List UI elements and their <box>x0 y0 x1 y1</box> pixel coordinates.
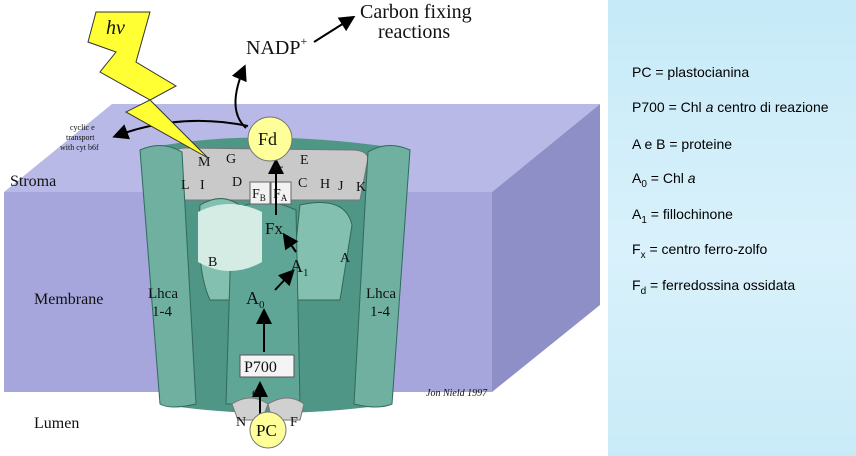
subunit-c-label: C <box>298 176 307 191</box>
cyclic-line2: transport <box>66 133 95 142</box>
legend-fd: Fd = ferredossina ossidata <box>632 277 796 297</box>
subunit-n-label: N <box>236 415 246 430</box>
p700-box <box>239 354 295 378</box>
pc-label: PC <box>256 421 277 440</box>
membrane-side-face <box>492 104 600 392</box>
lumen-label: Lumen <box>34 415 79 432</box>
subunit-l-label: L <box>181 178 190 193</box>
cyclic-line1: cyclic e <box>70 123 95 132</box>
subunit-a-label: A <box>340 251 351 266</box>
legend-a1: A1 = fillochinone <box>632 206 733 226</box>
a0-label: A0 <box>246 288 265 311</box>
subunit-d-label: D <box>232 175 242 190</box>
subunit-e-label: E <box>300 153 309 168</box>
e-minus-bottom: e- <box>252 385 261 399</box>
e-minus-top: e- <box>274 159 283 173</box>
cyclic-line3: with cyt b6f <box>60 143 99 152</box>
legend-pc: PC = plastocianina <box>632 64 750 80</box>
lhca-left-label: Lhca <box>148 286 178 302</box>
subunit-g-label: G <box>226 152 236 167</box>
fx-label: Fx <box>265 219 283 238</box>
nadp-label: NADP+ <box>246 34 307 59</box>
legend-fx: Fx = centro ferro-zolfo <box>632 241 768 261</box>
fd-label: Fd <box>258 129 277 149</box>
lhca-left-sublabel: 1-4 <box>152 304 172 320</box>
photosystem-i-diagram: M G E L I D C H J K B A N F FB FA Fd e- … <box>4 1 600 449</box>
carbon-fixing-line1: Carbon fixing <box>360 1 472 23</box>
lightning-icon <box>87 11 209 159</box>
subunit-k-label: K <box>356 180 366 195</box>
psi-complex <box>139 137 411 421</box>
legend-ab: A e B = proteine <box>632 136 733 152</box>
subunit-j-label: J <box>338 179 344 194</box>
legend-panel: PC = plastocianina P700 = Chl a centro d… <box>608 0 856 456</box>
a1-label: A1 <box>290 256 309 279</box>
pc-circle <box>249 411 287 449</box>
membrane-label: Membrane <box>34 291 103 308</box>
subunit-i-label: I <box>200 178 205 193</box>
hv-label: hv <box>106 17 125 39</box>
subunit-h-label: H <box>320 177 330 192</box>
subunit-b-label: B <box>208 255 217 270</box>
subunit-m-label: M <box>198 155 211 170</box>
legend-a0: A0 = Chl a <box>632 170 696 190</box>
lhca-right-label: Lhca <box>366 286 396 302</box>
stroma-label: Stroma <box>10 173 56 190</box>
subunit-f-label: F <box>290 415 298 430</box>
p700-label: P700 <box>244 359 277 376</box>
fb-label: FB <box>252 187 266 203</box>
lhca-right-sublabel: 1-4 <box>370 304 390 320</box>
fd-circle <box>247 116 293 162</box>
carbon-fixing-line2: reactions <box>378 21 450 43</box>
credit-text: Jon Nield 1997 <box>426 388 488 399</box>
fb-box <box>249 181 271 205</box>
legend-p700: P700 = Chl a centro di reazione <box>632 99 829 115</box>
